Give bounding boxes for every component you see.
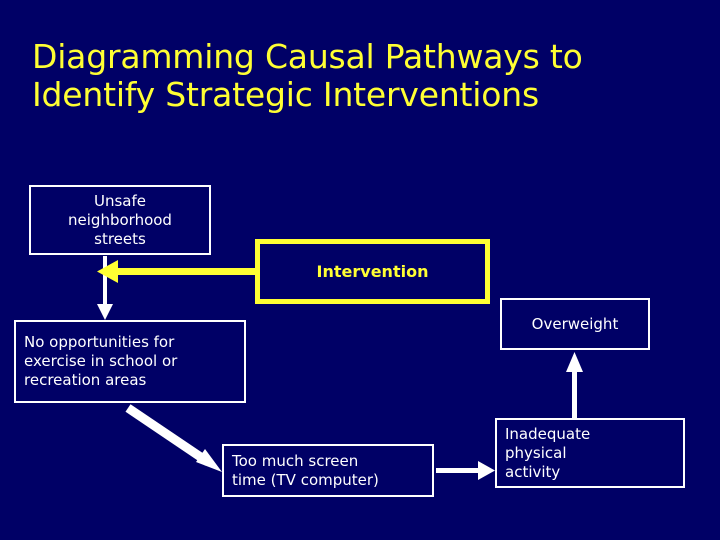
arrow-screen-time-to-inadequate-activity xyxy=(436,461,495,480)
node-intervention[interactable]: Intervention xyxy=(255,239,490,304)
arrow-intervention-to-link xyxy=(97,260,258,283)
node-label: Overweight xyxy=(531,314,619,333)
node-label: Inadequate physical activity xyxy=(505,424,591,481)
node-label: No opportunities for exercise in school … xyxy=(24,333,178,389)
arrow-no-opportunities-to-screen-time xyxy=(125,404,222,472)
node-unsafe-streets[interactable]: Unsafe neighborhood streets xyxy=(29,185,211,255)
node-inadequate-activity[interactable]: Inadequate physical activity xyxy=(495,418,685,488)
arrow-inadequate-activity-to-overweight xyxy=(566,352,583,418)
node-label: Too much screen time (TV computer) xyxy=(232,451,379,489)
node-no-opportunities[interactable]: No opportunities for exercise in school … xyxy=(14,320,246,403)
node-label: Intervention xyxy=(316,262,429,281)
node-label: Unsafe neighborhood streets xyxy=(68,191,172,248)
node-overweight[interactable]: Overweight xyxy=(500,298,650,350)
node-screen-time[interactable]: Too much screen time (TV computer) xyxy=(222,444,434,497)
arrow-unsafe-to-no-opportunities xyxy=(97,256,113,320)
page-title: Diagramming Causal Pathways to Identify … xyxy=(32,37,583,114)
